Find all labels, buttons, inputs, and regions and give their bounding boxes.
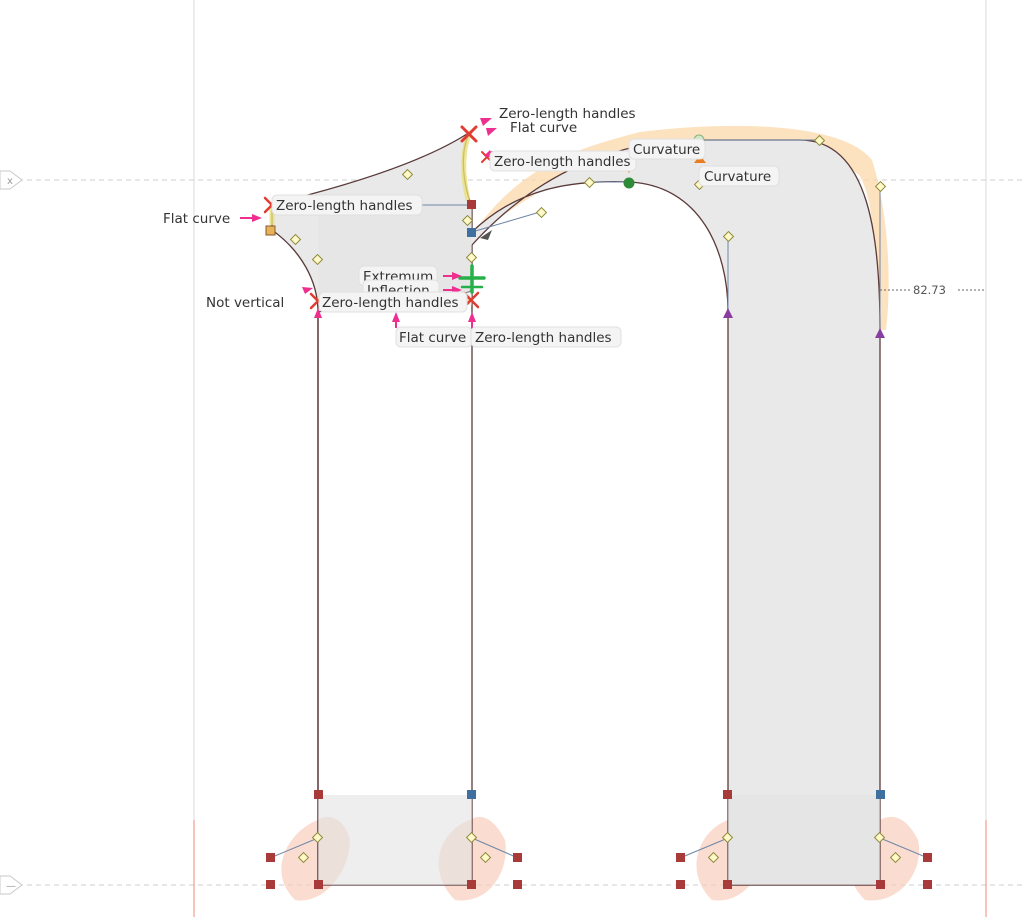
stem-edges [317, 290, 880, 886]
handle-nodes[interactable] [289, 134, 902, 864]
annotation-zero-length-left: Zero-length handles [271, 194, 423, 216]
corner-nodes[interactable] [266, 200, 932, 889]
smooth-nodes[interactable] [467, 228, 885, 799]
annotation-not-vertical: Not vertical [206, 295, 284, 311]
svg-text:Curvature: Curvature [633, 142, 700, 158]
extremum-marker-icon [458, 264, 486, 294]
xheight-guide-marker[interactable]: x [0, 170, 23, 190]
annotation-zero-length-bottom2: Zero-length handles [470, 326, 622, 348]
svg-text:Flat curve: Flat curve [399, 330, 466, 346]
svg-text:x: x [7, 176, 13, 187]
annotation-flat-curve-top: Flat curve [510, 120, 577, 136]
svg-text:Not vertical: Not vertical [206, 295, 284, 311]
right-serif-zone [728, 795, 880, 885]
stem-width-value: 82.73 [913, 283, 946, 297]
left-serif-zone [318, 795, 472, 885]
svg-text:Zero-length handles: Zero-length handles [322, 295, 459, 311]
svg-text:Curvature: Curvature [704, 169, 771, 185]
stem-measurement: 82.73 [880, 283, 986, 297]
glyph-outline-n[interactable] [271, 131, 881, 886]
svg-text:Zero-length handles: Zero-length handles [494, 154, 631, 170]
svg-text:Zero-length handles: Zero-length handles [475, 330, 612, 346]
vertical-markers [723, 308, 885, 338]
direction-arrow-icon [480, 230, 492, 240]
extremum-dot[interactable] [623, 177, 635, 189]
annotation-curvature-2: Curvature [698, 165, 780, 187]
svg-text:—: — [6, 881, 16, 892]
annotation-curvature-1: Curvature [628, 138, 706, 160]
baseline-guide-marker[interactable]: — [0, 875, 23, 895]
svg-text:Flat curve: Flat curve [510, 120, 577, 136]
svg-text:Zero-length handles: Zero-length handles [499, 106, 636, 122]
annotation-flat-curve-left: Flat curve [163, 211, 230, 227]
annotation-zero-length-mid: Zero-length handles [489, 150, 637, 172]
annotation-zero-length-top: Zero-length handles [499, 106, 636, 122]
svg-text:Flat curve: Flat curve [163, 211, 230, 227]
off-curve-node[interactable] [265, 225, 276, 236]
svg-text:Zero-length handles: Zero-length handles [276, 198, 413, 214]
annotation-zero-length-bottom: Zero-length handles [318, 291, 468, 313]
annotation-flat-curve-bottom: Flat curve [395, 326, 473, 348]
